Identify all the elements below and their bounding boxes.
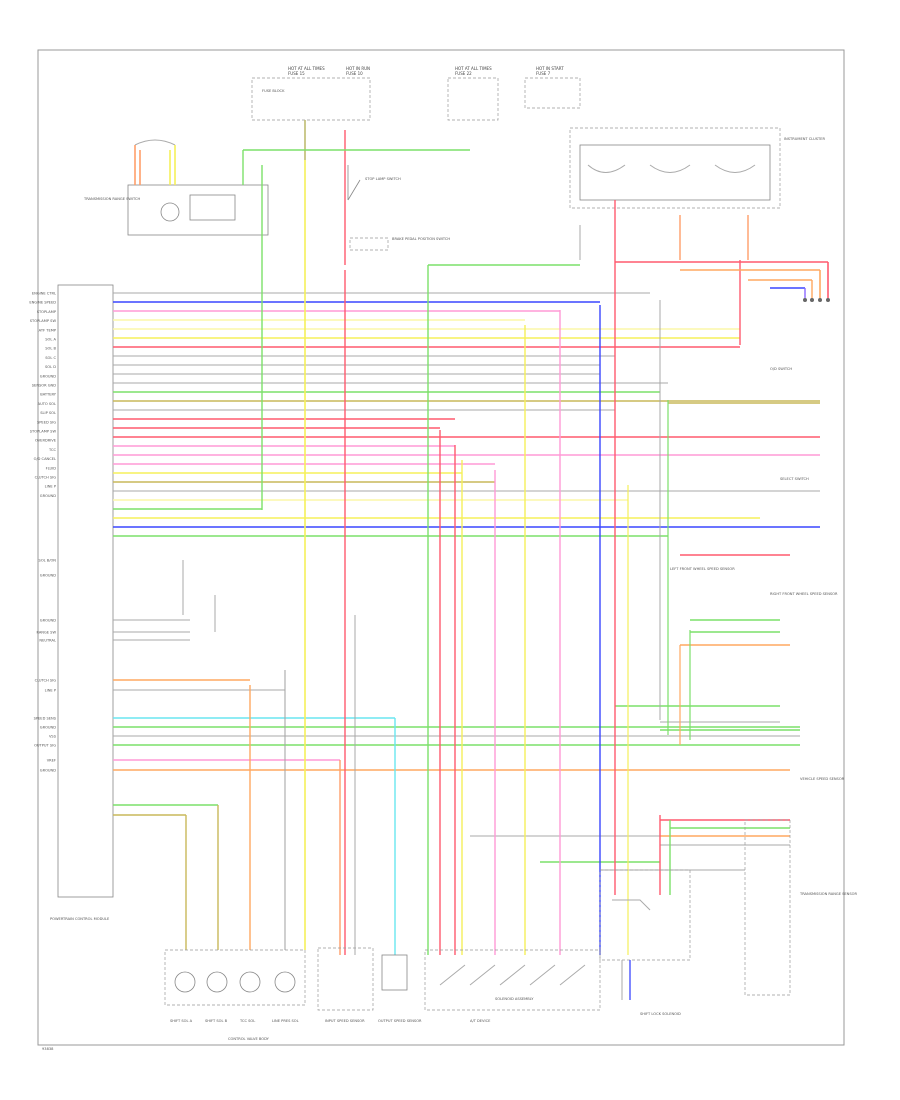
bottom-label-3: TCC SOL xyxy=(239,1019,255,1023)
ecm-pin-label: CLUTCH SIG xyxy=(35,476,57,480)
ecm-pin-label: VSS xyxy=(49,735,57,739)
ecm-pin-label: GROUND xyxy=(40,374,56,378)
ecm-pin-label: ENGINE SPEED xyxy=(29,301,56,305)
ecm-pin-label: LINE P xyxy=(45,689,57,693)
ecm-pin-label: ATF TEMP xyxy=(39,328,57,332)
ecm-pin-label: SPEED SENS xyxy=(34,717,57,721)
right-components: O/D SWITCH SELECT SWITCH LEFT FRONT WHEE… xyxy=(599,367,857,1016)
ecm-connector: POWERTRAIN CONTROL MODULE xyxy=(50,284,114,921)
wire-harness xyxy=(113,292,820,871)
ecm-label: POWERTRAIN CONTROL MODULE xyxy=(50,917,110,921)
instrument-cluster: INSTRUMENT CLUSTER xyxy=(569,127,825,209)
ecm-pin-label: SOL A xyxy=(45,338,56,342)
ecm-pin-label: SOL C xyxy=(45,356,56,360)
fuse-3-line2: FUSE 22 xyxy=(455,71,472,76)
right-wheel-label: RIGHT FRONT WHEEL SPEED SENSOR xyxy=(770,592,838,596)
bottom-label-5: INPUT SPEED SENSOR xyxy=(325,1019,365,1023)
stop-lamp-switch: STOP LAMP SWITCH BRAKE PEDAL POSITION SW… xyxy=(347,165,450,241)
ecm-pin-label: STOPLAMP xyxy=(37,310,57,314)
ecm-pin-label: OUTPUT SIG xyxy=(34,744,56,748)
stop-lamp-switch-label: STOP LAMP SWITCH xyxy=(365,177,401,181)
ecm-pin-label: O/D CANCEL xyxy=(34,457,56,461)
ecm-pin-label: NEUTRAL xyxy=(39,639,56,643)
brake-pedal-label: BRAKE PEDAL POSITION SWITCH xyxy=(392,237,450,241)
ecm-pin-label: GROUND xyxy=(40,726,56,730)
trs-label: TRANSMISSION RANGE SENSOR xyxy=(799,892,857,896)
ecm-pin-label: ENGINE CTRL xyxy=(32,292,56,296)
fuse-4-line2: FUSE 7 xyxy=(536,71,551,76)
fuse-2-line2: FUSE 10 xyxy=(346,71,363,76)
bottom-label-6: OUTPUT SPEED SENSOR xyxy=(378,1019,422,1023)
ecm-pin-label: GROUND xyxy=(40,494,56,498)
ecm-pin-label: SPEED SIG xyxy=(37,420,56,424)
ecm-pin-label: GROUND xyxy=(40,574,56,578)
ecm-pin-label: CLUTCH SIG xyxy=(35,679,57,683)
vertical-wires xyxy=(182,120,749,955)
bottom-label-4: LINE PRES SOL xyxy=(272,1019,299,1023)
top-interconnects xyxy=(242,149,830,302)
fuse-2-line1: HOT IN RUN xyxy=(346,66,370,71)
valve-body-label: CONTROL VALVE BODY xyxy=(228,1037,270,1041)
ecm-pin-label: STOPLAMP SW xyxy=(30,319,57,323)
range-switch-label: TRANSMISSION RANGE SWITCH xyxy=(83,197,141,201)
ecm-pin-label: SOL B/ON xyxy=(39,559,57,563)
bottom-label-2: SHIFT SOL B xyxy=(205,1019,228,1023)
ecm-pin-label: STOPLAMP SW xyxy=(30,430,57,434)
vss-label: VEHICLE SPEED SENSOR xyxy=(800,777,845,781)
fuse-4-line1: HOT IN START xyxy=(536,66,564,71)
ecm-pin-label: OVERDRIVE xyxy=(35,439,57,443)
ecm-pin-label: SLIP SOL xyxy=(40,411,56,415)
ecm-pin-label: FLUID xyxy=(46,466,57,470)
range-switch-component: TRANSMISSION RANGE SWITCH xyxy=(83,139,269,236)
shift-lock-label: SHIFT LOCK SOLENOID xyxy=(640,1012,681,1016)
ecm-pin-label: AUTO SOL xyxy=(38,402,56,406)
left-wheel-label: LEFT FRONT WHEEL SPEED SENSOR xyxy=(670,567,735,571)
fuse-block-label: FUSE BLOCK xyxy=(262,89,285,93)
bottom-solenoids: SHIFT SOL A SHIFT SOL B TCC SOL LINE PRE… xyxy=(164,947,601,1041)
fuse-3-line1: HOT AT ALL TIMES xyxy=(455,66,492,71)
diagram-frame xyxy=(37,49,845,1046)
ecm-pin-label: SENSOR GND xyxy=(32,384,56,388)
ecm-pin-label: RANGE SW xyxy=(36,631,56,635)
figure-id: 93838 xyxy=(42,1047,54,1051)
bottom-label-1: SHIFT SOL A xyxy=(170,1019,193,1023)
ecm-pin-label: SOL D xyxy=(45,365,56,369)
bottom-label-7: SOLENOID ASSEMBLY xyxy=(495,997,534,1001)
fuse-1-line1: HOT AT ALL TIMES xyxy=(288,66,325,71)
top-fuse-panel: HOT AT ALL TIMES FUSE 15 HOT IN RUN FUSE… xyxy=(251,66,581,121)
ecm-pin-label: VREF xyxy=(47,759,56,763)
ecm-pin-label: GROUND xyxy=(40,619,56,623)
ecm-pin-label: TCC xyxy=(48,448,56,452)
ecm-pin-label: SOL B xyxy=(45,347,56,351)
ecm-pin-label: GROUND xyxy=(40,769,56,773)
ecm-pin-label: LINE P xyxy=(45,485,57,489)
ecm-pin-labels: ENGINE CTRL ENGINE SPEED STOPLAMP STOPLAMP … xyxy=(29,292,56,773)
cluster-label: INSTRUMENT CLUSTER xyxy=(784,137,825,141)
od-switch-label: O/D SWITCH xyxy=(770,367,792,371)
select-switch-label: SELECT SWITCH xyxy=(780,477,809,481)
ecm-pin-label: BATTERY xyxy=(40,393,57,397)
bottom-label-9: A/T DEVICE xyxy=(470,1019,491,1023)
fuse-1-line2: FUSE 15 xyxy=(288,71,305,76)
